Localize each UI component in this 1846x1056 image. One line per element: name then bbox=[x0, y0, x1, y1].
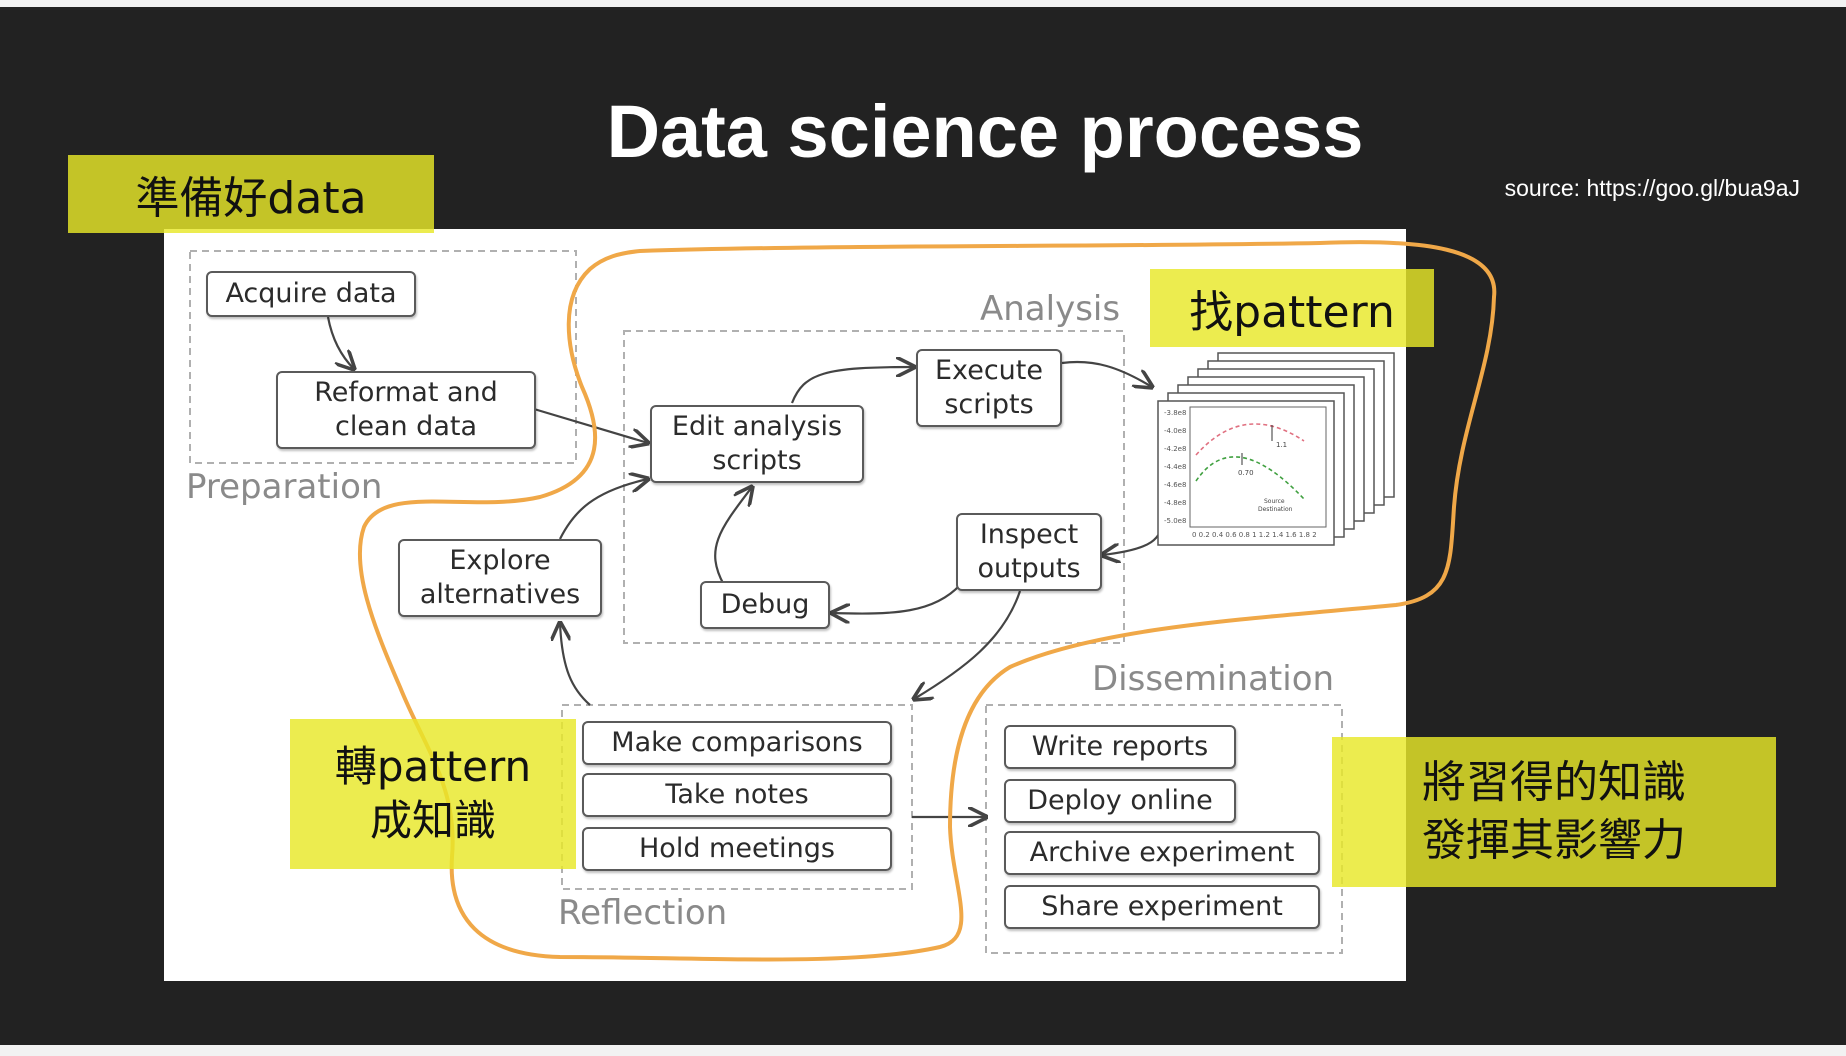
plot-y-tick: -4.8e8 bbox=[1164, 499, 1186, 507]
plot-y-tick: -4.0e8 bbox=[1164, 427, 1186, 435]
group-label-reflection: Reflection bbox=[558, 893, 728, 933]
slide-title: Data science process bbox=[606, 90, 1364, 173]
plot-y-tick: -4.2e8 bbox=[1164, 445, 1186, 453]
arrow-explore-to-edit bbox=[559, 479, 648, 540]
arrow-execute-to-plot bbox=[1061, 360, 1152, 387]
plot-y-tick: -3.8e8 bbox=[1164, 409, 1186, 417]
arrow-debug-to-edit bbox=[714, 487, 752, 586]
arrow-inspect-to-reflection bbox=[914, 590, 1022, 699]
arrow-inspect-to-debug bbox=[832, 584, 961, 614]
node-debug: Debug bbox=[700, 581, 830, 629]
node-acquire-data: Acquire data bbox=[206, 271, 416, 317]
arrow-acquire-to-reformat bbox=[326, 316, 354, 369]
slide: Data science process source: https://goo… bbox=[0, 7, 1846, 1045]
node-make-comparisons: Make comparisons bbox=[582, 721, 892, 765]
node-write-reports: Write reports bbox=[1004, 725, 1236, 769]
node-archive-experiment: Archive experiment bbox=[1004, 831, 1320, 875]
arrow-reflection-to-explore bbox=[560, 623, 591, 706]
node-edit-analysis-scripts: Edit analysis scripts bbox=[650, 405, 864, 483]
source-citation: source: https://goo.gl/bua9aJ bbox=[1504, 175, 1800, 201]
note-prepare-data: 準備好data bbox=[68, 155, 434, 233]
arrow-reformat-to-edit bbox=[533, 407, 648, 443]
plot-y-tick: -4.4e8 bbox=[1164, 463, 1186, 471]
plot-y-tick: -4.6e8 bbox=[1164, 481, 1186, 489]
group-label-dissemination: Dissemination bbox=[1092, 659, 1335, 699]
node-execute-scripts: Execute scripts bbox=[916, 349, 1062, 427]
plot-legend-source: Source bbox=[1264, 498, 1285, 505]
node-deploy-online: Deploy online bbox=[1004, 779, 1236, 823]
plot-legend-destination: Destination bbox=[1258, 506, 1293, 513]
arrow-edit-to-execute bbox=[790, 367, 914, 404]
node-share-experiment: Share experiment bbox=[1004, 885, 1320, 929]
node-reformat-clean-data: Reformat and clean data bbox=[276, 371, 536, 449]
group-label-preparation: Preparation bbox=[186, 467, 383, 507]
note-pattern-to-knowledge: 轉pattern 成知識 bbox=[290, 719, 576, 869]
node-explore-alternatives: Explore alternatives bbox=[398, 539, 602, 617]
plot-thumbnail: -3.8e8 -4.0e8 -4.2e8 -4.4e8 -4.6e8 -4.8e8 -5.0… bbox=[1157, 352, 1395, 546]
node-inspect-outputs: Inspect outputs bbox=[956, 513, 1102, 591]
note-find-pattern: 找pattern bbox=[1150, 269, 1434, 347]
plot-annotation-2: 0.70 bbox=[1238, 469, 1254, 477]
plot-x-ticks: 0 0.2 0.4 0.6 0.8 1 1.2 1.4 1.6 1.8 2 bbox=[1192, 531, 1317, 539]
node-take-notes: Take notes bbox=[582, 773, 892, 817]
plot-annotation-1: 1.1 bbox=[1276, 441, 1287, 449]
plot-y-tick: -5.0e8 bbox=[1164, 517, 1186, 525]
group-label-analysis: Analysis bbox=[980, 289, 1121, 329]
note-knowledge-impact: 將習得的知識 發揮其影響力 bbox=[1332, 737, 1776, 887]
arrow-plot-to-inspect bbox=[1102, 518, 1166, 555]
node-hold-meetings: Hold meetings bbox=[582, 827, 892, 871]
